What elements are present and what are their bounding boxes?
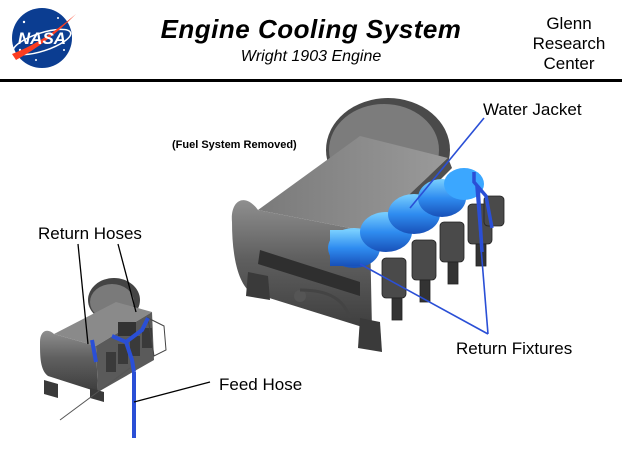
label-water-jacket: Water Jacket (483, 100, 582, 119)
center-name-line: Glenn (546, 14, 592, 33)
svg-text:NASA: NASA (18, 29, 66, 48)
return-fixtures-leader-1 (475, 185, 489, 335)
small-engine (40, 278, 167, 438)
fuel-system-note: (Fuel System Removed) (172, 139, 297, 151)
label-feed-hose: Feed Hose (219, 375, 303, 394)
feed-hose-leader (133, 381, 211, 403)
header: NASA Engine Cooling System Wright 1903 E… (0, 0, 622, 82)
leader-lines (77, 243, 211, 403)
page-title: Engine Cooling System (160, 14, 462, 44)
small-engine-hoses (90, 317, 150, 438)
center-name-line: Center (543, 54, 595, 73)
label-return-fixtures: Return Fixtures (456, 339, 573, 358)
return-hoses-leader-right (117, 243, 137, 313)
blue-leader-lines (359, 117, 489, 335)
water-jacket-leader (409, 117, 485, 209)
nasa-logo: NASA (12, 8, 76, 68)
center-name-line: Research (532, 34, 606, 53)
header-divider (0, 79, 622, 82)
return-hoses-leader-left (77, 243, 89, 345)
page-subtitle: Wright 1903 Engine (240, 48, 382, 65)
label-return-hoses: Return Hoses (38, 224, 142, 243)
center-name: Glenn Research Center (526, 14, 612, 74)
return-fixtures-lines (472, 172, 494, 253)
return-fixtures-leader-2 (359, 263, 489, 335)
large-engine (231, 98, 505, 352)
